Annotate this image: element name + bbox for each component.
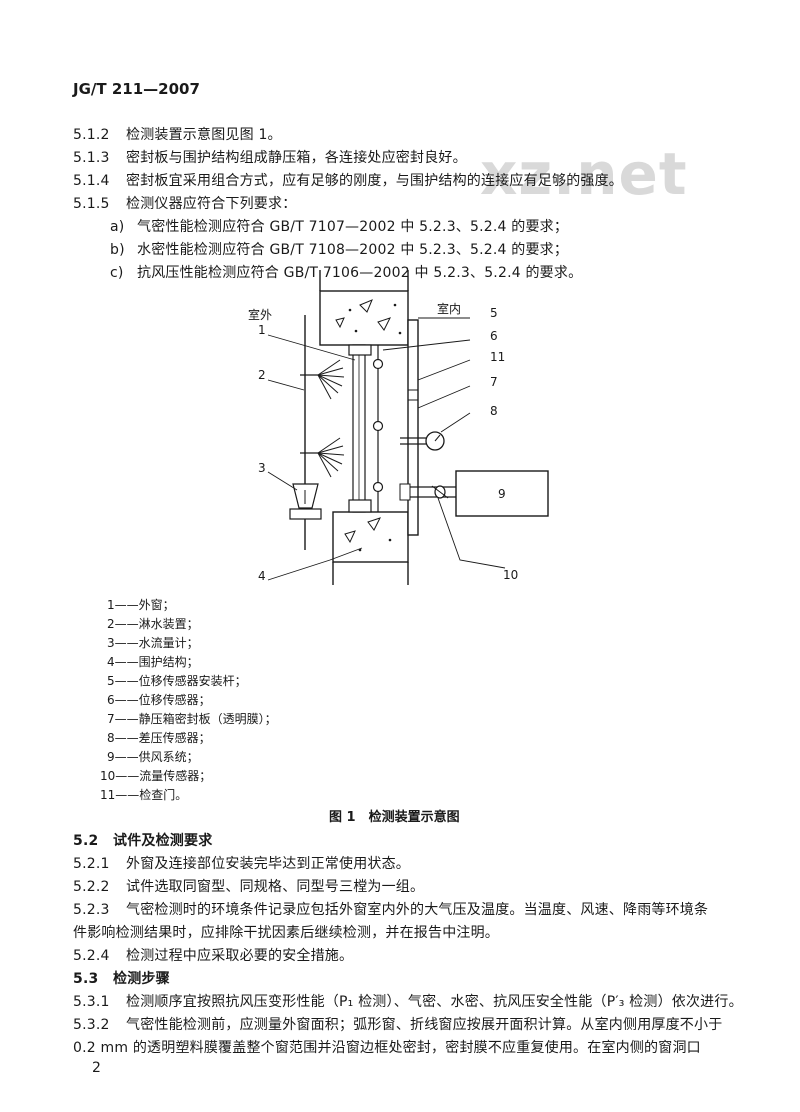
clause-text: 0.2 mm 的透明塑料膜覆盖整个窗范围并沿窗边框处密封，密封膜不应重复使用。在…	[73, 1040, 701, 1056]
clause-text: 外窗及连接部位安装完毕达到正常使用状态。	[126, 856, 410, 872]
pressure-box-sealing-plate	[407, 319, 419, 536]
concrete-aggregate	[335, 317, 345, 329]
clause-text: 试件选取同窗型、同规格、同型号三樘为一组。	[126, 879, 425, 895]
heading-number: 5.3	[73, 971, 99, 987]
clause-text: 气密性能检测前，应测量外窗面积；弧形窗、折线窗应按展开面积计算。从室内侧用厚度不…	[126, 1017, 723, 1033]
heading-text: 试件及检测要求	[113, 833, 213, 849]
clause-number: 5.3.2	[73, 1017, 110, 1033]
clause-5-2-3-continued: 件影响检测结果时，应排除干扰因素后继续检测，并在报告中注明。	[73, 922, 499, 942]
clause-number: 5.1.5	[73, 196, 110, 212]
subitem-text: 抗风压性能检测应符合 GB/T 7106—2002 中 5.2.3、5.2.4 …	[137, 265, 583, 281]
subitem-c: c) 抗风压性能检测应符合 GB/T 7106—2002 中 5.2.3、5.2.…	[110, 262, 582, 282]
clause-5-2-3: 5.2.3 气密检测时的环境条件记录应包括外窗室内外的大气压及温度。当温度、风速、…	[73, 899, 708, 919]
displacement-sensor	[372, 358, 384, 370]
heading-5-3: 5.3 检测步骤	[73, 968, 170, 988]
clause-text: 检测仪器应符合下列要求：	[126, 196, 297, 212]
clause-5-3-2: 5.3.2 气密性能检测前，应测量外窗面积；弧形窗、折线窗应按展开面积计算。从室内…	[73, 1014, 722, 1034]
clause-text: 气密检测时的环境条件记录应包括外窗室内外的大气压及温度。当温度、风速、降雨等环境…	[126, 902, 709, 918]
clause-5-3-2-continued: 0.2 mm 的透明塑料膜覆盖整个窗范围并沿窗边框处密封，密封膜不应重复使用。在…	[73, 1037, 701, 1057]
legend-item-3: 3——水流量计；	[107, 636, 199, 650]
callout-7: 7	[490, 375, 498, 389]
legend-item-2: 2——淋水装置；	[107, 617, 199, 631]
clause-number: 5.3.1	[73, 994, 110, 1010]
clause-number: 5.1.2	[73, 127, 110, 143]
legend-item-10: 10——流量传感器；	[100, 769, 212, 783]
subitem-b: b) 水密性能检测应符合 GB/T 7108—2002 中 5.2.3、5.2.4…	[110, 239, 568, 259]
water-spray-nozzle	[317, 437, 345, 478]
top-wall-block	[319, 290, 409, 346]
clause-5-2-4: 5.2.4 检测过程中应采取必要的安全措施。	[73, 945, 353, 965]
clause-text: 件影响检测结果时，应排除干扰因素后继续检测，并在报告中注明。	[73, 925, 499, 941]
subitem-a: a) 气密性能检测应符合 GB/T 7107—2002 中 5.2.3、5.2.4…	[110, 216, 568, 236]
watermark: xz.net	[480, 140, 688, 208]
clause-text: 密封板宜采用组合方式，应有足够的刚度，与围护结构的连接应有足够的强度。	[126, 173, 623, 189]
subitem-text: 气密性能检测应符合 GB/T 7107—2002 中 5.2.3、5.2.4 的…	[137, 219, 569, 235]
callout-5: 5	[490, 306, 498, 320]
clause-5-2-2: 5.2.2 试件选取同窗型、同规格、同型号三樘为一组。	[73, 876, 424, 896]
clause-5-1-5: 5.1.5 检测仪器应符合下列要求：	[73, 193, 296, 213]
standard-header: JG/T 211—2007	[73, 80, 200, 98]
clause-text: 检测顺序宜按照抗风压变形性能（P₁ 检测）、气密、水密、抗风压安全性能（P′₃ …	[126, 994, 743, 1010]
heading-text: 检测步骤	[113, 971, 170, 987]
clause-5-1-3: 5.1.3 密封板与围护结构组成静压箱，各连接处应密封良好。	[73, 147, 467, 167]
clause-5-3-1: 5.3.1 检测顺序宜按照抗风压变形性能（P₁ 检测）、气密、水密、抗风压安全性能…	[73, 991, 743, 1011]
displacement-sensor	[372, 420, 384, 432]
figure-caption: 图 1 检测装置示意图	[329, 810, 460, 825]
legend-item-8: 8——差压传感器；	[107, 731, 211, 745]
callout-11: 11	[490, 350, 506, 364]
heading-5-2: 5.2 试件及检测要求	[73, 830, 212, 850]
subitem-number: b)	[110, 242, 125, 258]
legend-item-11: 11——检查门。	[100, 788, 188, 802]
callout-6: 6	[490, 329, 498, 343]
clause-number: 5.2.1	[73, 856, 110, 872]
legend-item-6: 6——位移传感器；	[107, 693, 211, 707]
clause-number: 5.2.2	[73, 879, 110, 895]
label-outdoor: 室外	[248, 308, 273, 322]
legend-item-5: 5——位移传感器安装杆；	[107, 674, 247, 688]
clause-5-1-4: 5.1.4 密封板宜采用组合方式，应有足够的刚度，与围护结构的连接应有足够的强度。	[73, 170, 623, 190]
callout-3: 3	[258, 461, 266, 475]
clause-5-2-1: 5.2.1 外窗及连接部位安装完毕达到正常使用状态。	[73, 853, 410, 873]
water-spray-nozzle	[317, 359, 345, 400]
legend-item-9: 9——供风系统；	[107, 750, 199, 764]
clause-number: 5.1.3	[73, 150, 110, 166]
clause-number: 5.2.4	[73, 948, 110, 964]
clause-text: 密封板与围护结构组成静压箱，各连接处应密封良好。	[126, 150, 467, 166]
subitem-text: 水密性能检测应符合 GB/T 7108—2002 中 5.2.3、5.2.4 的…	[137, 242, 569, 258]
callout-8: 8	[490, 404, 498, 418]
callout-10: 10	[503, 568, 519, 582]
clause-text: 检测过程中应采取必要的安全措施。	[126, 948, 354, 964]
legend-item-7: 7——静压箱密封板（透明膜）；	[107, 712, 277, 726]
callout-9: 9	[498, 487, 506, 501]
clause-text: 检测装置示意图见图 1。	[126, 127, 282, 143]
clause-5-1-2: 5.1.2 检测装置示意图见图 1。	[73, 124, 282, 144]
legend-item-1: 1——外窗；	[107, 598, 175, 612]
clause-number: 5.1.4	[73, 173, 110, 189]
callout-1: 1	[258, 323, 266, 337]
displacement-sensor	[372, 481, 384, 493]
callout-2: 2	[258, 368, 266, 382]
subitem-number: a)	[110, 219, 125, 235]
legend-item-4: 4——围护结构；	[107, 655, 199, 669]
clause-number: 5.2.3	[73, 902, 110, 918]
callout-4: 4	[258, 569, 266, 583]
concrete-aggregate	[367, 517, 381, 531]
concrete-aggregate	[344, 530, 356, 544]
concrete-aggregate	[359, 299, 373, 313]
heading-number: 5.2	[73, 833, 99, 849]
subitem-number: c)	[110, 265, 124, 281]
page-number: 2	[92, 1060, 101, 1076]
air-supply-system	[455, 470, 549, 517]
concrete-aggregate	[377, 317, 391, 331]
label-indoor: 室内	[437, 302, 462, 316]
bottom-wall-block	[332, 511, 409, 563]
